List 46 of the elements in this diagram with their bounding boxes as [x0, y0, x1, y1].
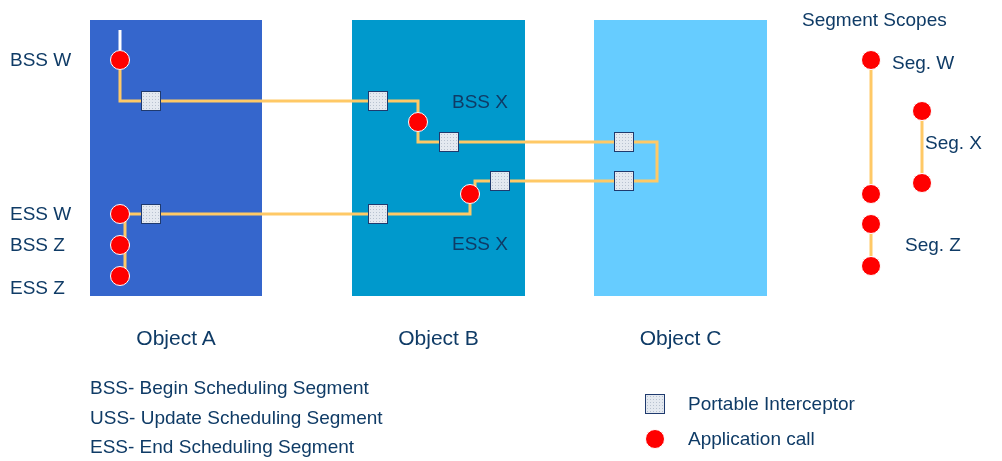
event-label: Seg. X: [925, 133, 983, 152]
segment-scope-dot: [861, 256, 881, 276]
legend-label: Application call: [688, 429, 815, 448]
event-label: ESS W: [10, 204, 72, 223]
segment-scope-dot: [861, 50, 881, 70]
event-label: ESS Z: [10, 278, 65, 297]
interceptor-square: [368, 204, 388, 224]
event-label: BSS X: [452, 92, 508, 111]
connector-line: [161, 99, 368, 103]
object-label: Object B: [398, 326, 479, 350]
event-label: BSS W: [10, 50, 72, 69]
connector-line: [920, 121, 924, 173]
legend-label: Portable Interceptor: [688, 394, 855, 413]
event-label: ESS X: [452, 234, 508, 253]
connector-line: [634, 140, 659, 183]
object-label: Object C: [639, 326, 722, 350]
connector-line: [388, 204, 472, 216]
interceptor-square: [141, 91, 161, 111]
connector-line: [869, 70, 873, 184]
interceptor-square: [368, 91, 388, 111]
interceptor-square: [614, 132, 634, 152]
interceptor-square: [141, 204, 161, 224]
definition-text: BSS- Begin Scheduling Segment: [90, 378, 369, 397]
connector-line: [161, 212, 368, 216]
segment-scope-dot: [861, 184, 881, 204]
definition-text: USS- Update Scheduling Segment: [90, 408, 383, 427]
connector-line: [416, 132, 439, 144]
interceptor-square: [439, 132, 459, 152]
connector-line: [459, 140, 614, 144]
segment-scope-dot: [912, 173, 932, 193]
connector-line: [130, 212, 141, 216]
segment-scope-dot: [861, 214, 881, 234]
connector-line: [388, 99, 420, 112]
object-label: Object A: [136, 326, 216, 350]
section-heading: Segment Scopes: [802, 10, 947, 29]
interceptor-square: [614, 171, 634, 191]
segment-scope-dot: [912, 101, 932, 121]
event-label: BSS Z: [10, 235, 65, 254]
connector-line: [118, 70, 141, 103]
event-label: Seg. Z: [905, 235, 961, 254]
start-line: [118, 30, 122, 50]
definition-text: ESS- End Scheduling Segment: [90, 437, 355, 456]
interceptor-square: [490, 171, 510, 191]
connector-line: [869, 234, 873, 256]
event-label: Seg. W: [892, 53, 955, 72]
connector-line: [510, 179, 614, 183]
